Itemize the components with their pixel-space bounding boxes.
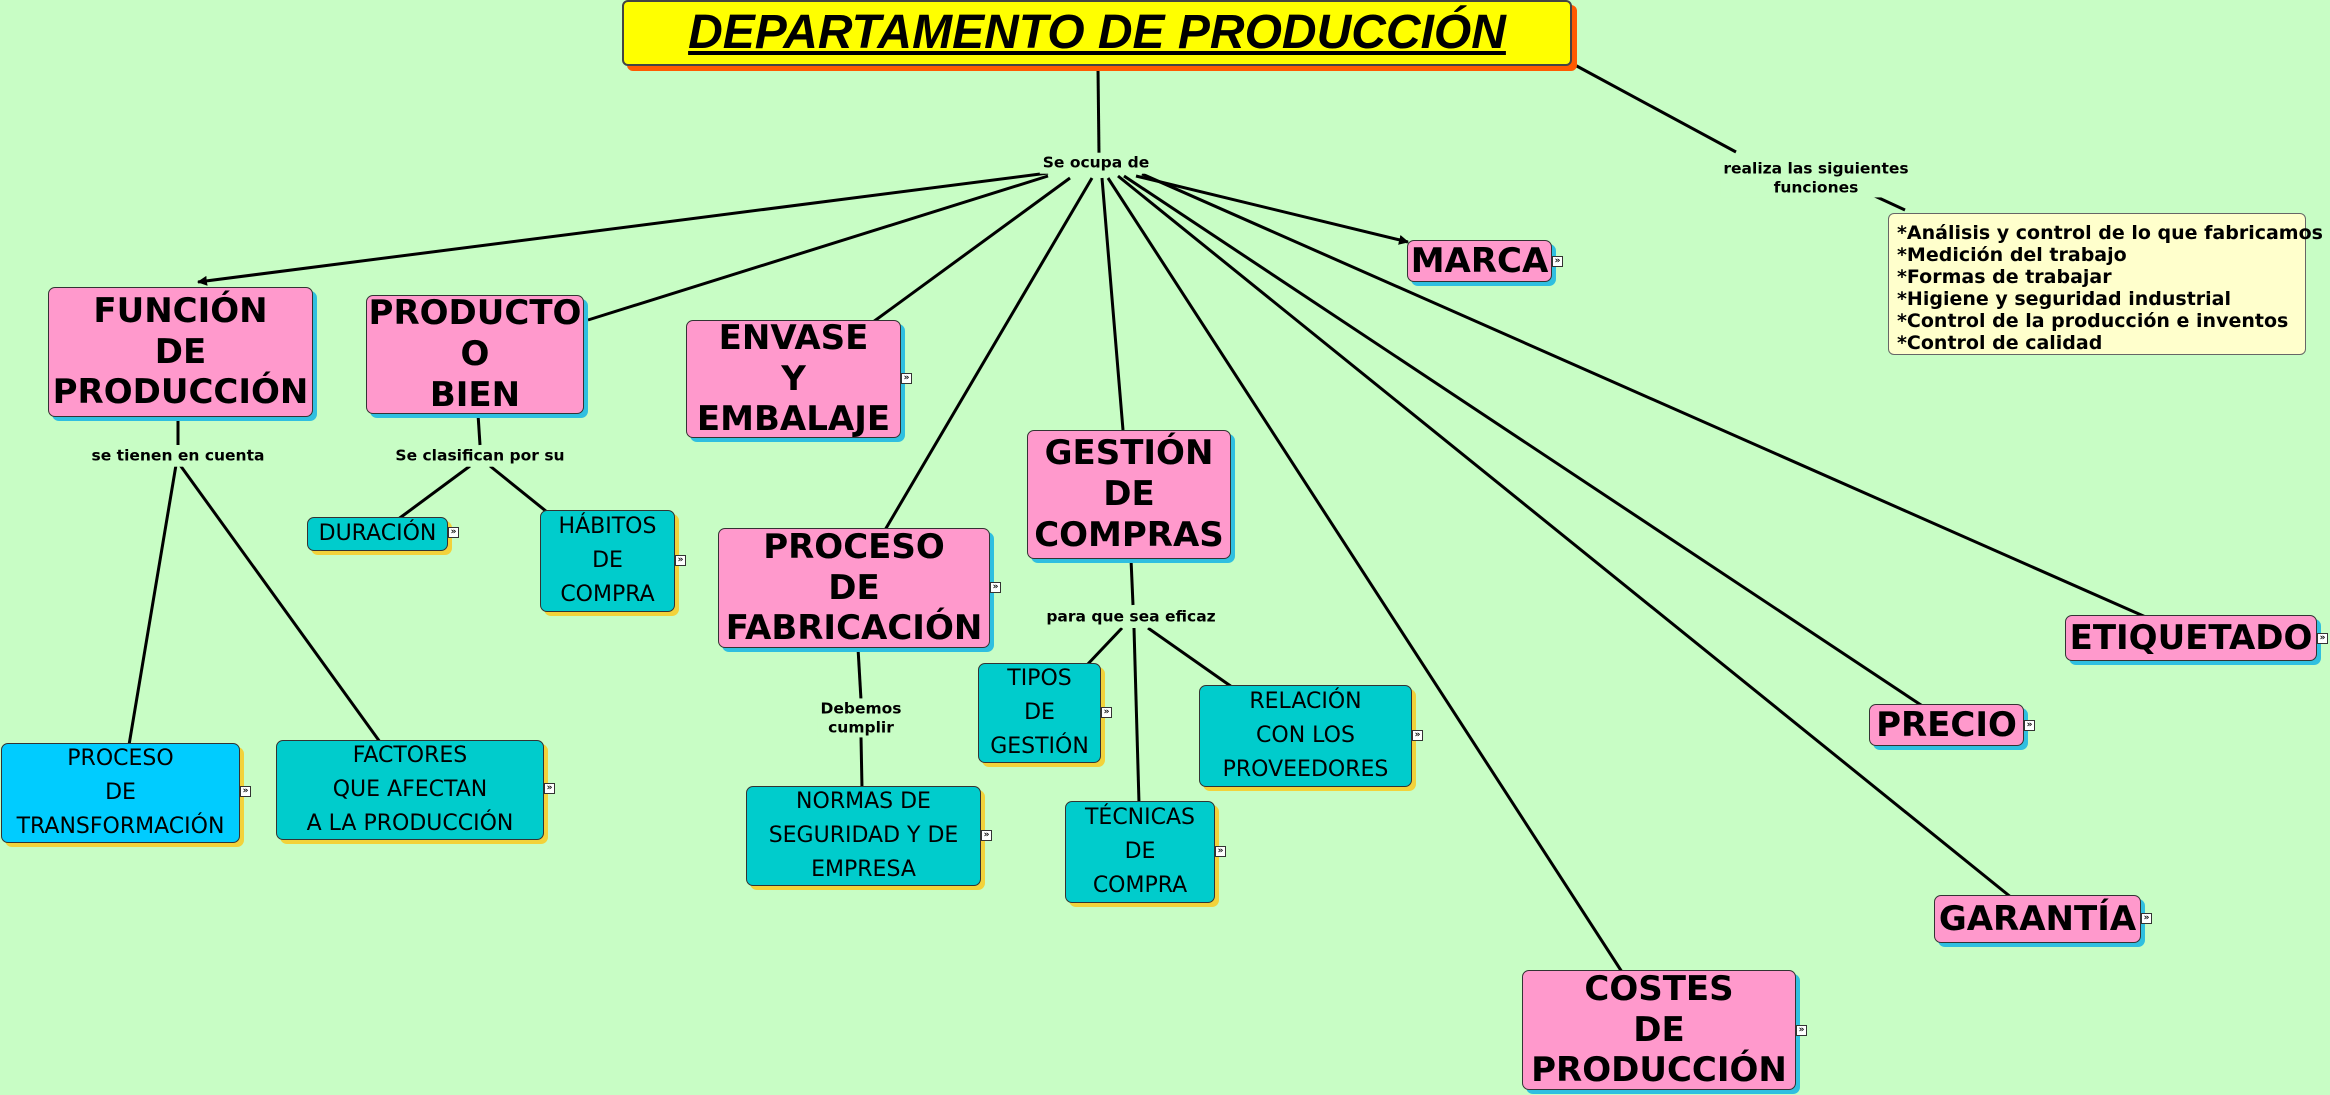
edge-hub-to-marca bbox=[1135, 174, 1409, 245]
node-proceso-fabricacion[interactable]: PROCESO DE FABRICACIÓN bbox=[718, 527, 990, 648]
node-envase-embalaje[interactable]: ENVASE Y EMBALAJE bbox=[686, 318, 901, 439]
edge-procfab-to-label bbox=[856, 647, 863, 701]
edge-label-to-tipos bbox=[1084, 626, 1124, 668]
edge-hub-to-costes bbox=[1106, 177, 1624, 973]
function-item: *Análisis y control de lo que fabricamos bbox=[1897, 222, 2323, 244]
link-label-para-que: para que sea eficaz bbox=[1043, 606, 1219, 628]
node-producto-bien[interactable]: PRODUCTO O BIEN bbox=[366, 293, 584, 415]
function-item: *Medición del trabajo bbox=[1897, 244, 2127, 266]
node-tecnicas-compra[interactable]: TÉCNICAS DE COMPRA bbox=[1065, 801, 1215, 903]
page-title: DEPARTAMENTO DE PRODUCCIÓN bbox=[622, 0, 1572, 66]
edge-hub-to-garantia bbox=[1117, 174, 2013, 900]
node-marca[interactable]: MARCA bbox=[1407, 240, 1552, 282]
edge-label-to-normas bbox=[859, 736, 864, 789]
edge-label-to-proceso-trans bbox=[127, 464, 178, 746]
node-habitos-compra[interactable]: HÁBITOS DE COMPRA bbox=[540, 510, 675, 612]
edge-label-to-habitos bbox=[489, 464, 553, 518]
edge-producto-to-label bbox=[476, 413, 482, 446]
function-item: *Control de la producción e inventos bbox=[1897, 310, 2289, 332]
node-gestion-compras[interactable]: GESTIÓN DE COMPRAS bbox=[1027, 430, 1231, 559]
edge-label-to-relacion bbox=[1147, 626, 1233, 689]
edge-label-to-factores bbox=[178, 464, 382, 743]
expand-icon[interactable]: » bbox=[981, 830, 992, 841]
node-etiquetado[interactable]: ETIQUETADO bbox=[2065, 615, 2317, 661]
node-factores[interactable]: FACTORES QUE AFECTAN A LA PRODUCCIÓN bbox=[276, 740, 544, 840]
link-label-se-ocupa-de: Se ocupa de bbox=[1039, 152, 1153, 174]
expand-icon[interactable]: » bbox=[2141, 913, 2152, 924]
function-item: *Higiene y seguridad industrial bbox=[1897, 288, 2231, 310]
node-tipos-gestion[interactable]: TIPOS DE GESTIÓN bbox=[978, 663, 1101, 763]
link-label-se-tienen: se tienen en cuenta bbox=[88, 445, 268, 467]
edge-gestion-to-label bbox=[1129, 558, 1135, 606]
edge-label-to-duracion bbox=[396, 464, 471, 522]
edge-title-to-realiza bbox=[1572, 62, 1737, 154]
expand-icon[interactable]: » bbox=[1101, 707, 1112, 718]
expand-icon[interactable]: » bbox=[1215, 846, 1226, 857]
expand-icon[interactable]: » bbox=[2317, 633, 2328, 644]
expand-icon[interactable]: » bbox=[1552, 256, 1563, 267]
functions-note: *Análisis y control de lo que fabricamos… bbox=[1888, 213, 2323, 355]
node-duracion[interactable]: DURACIÓN bbox=[307, 517, 448, 551]
link-label-se-clasifican: Se clasifican por su bbox=[392, 445, 568, 467]
node-costes-produccion[interactable]: COSTES DE PRODUCCIÓN bbox=[1522, 969, 1796, 1090]
function-item: *Formas de trabajar bbox=[1897, 266, 2112, 288]
expand-icon[interactable]: » bbox=[2024, 720, 2035, 731]
expand-icon[interactable]: » bbox=[1796, 1025, 1807, 1036]
node-relacion-proveedores[interactable]: RELACIÓN CON LOS PROVEEDORES bbox=[1199, 685, 1412, 787]
expand-icon[interactable]: » bbox=[240, 786, 251, 797]
node-normas-seguridad[interactable]: NORMAS DE SEGURIDAD Y DE EMPRESA bbox=[746, 786, 981, 886]
expand-icon[interactable]: » bbox=[901, 373, 912, 384]
link-label-realiza: realiza las siguientes funciones bbox=[1720, 158, 1912, 198]
edge-hub-to-producto bbox=[587, 174, 1049, 322]
expand-icon[interactable]: » bbox=[544, 783, 555, 794]
edge-hub-to-gestion bbox=[1100, 177, 1125, 431]
expand-icon[interactable]: » bbox=[448, 527, 459, 538]
edge-hub-to-etiquetado bbox=[1141, 172, 2149, 620]
node-proceso-transformacion[interactable]: PROCESO DE TRANSFORMACIÓN bbox=[1, 743, 240, 843]
expand-icon[interactable]: » bbox=[675, 555, 686, 566]
node-precio[interactable]: PRECIO bbox=[1869, 704, 2024, 746]
function-item: *Control de calidad bbox=[1897, 332, 2103, 354]
node-funcion-produccion[interactable]: FUNCIÓN DE PRODUCCIÓN bbox=[48, 287, 313, 417]
edge-hub-to-precio bbox=[1123, 174, 1925, 709]
edge-hub-to-envase bbox=[872, 176, 1071, 324]
expand-icon[interactable]: » bbox=[1412, 730, 1423, 741]
node-garantia[interactable]: GARANTÍA bbox=[1934, 895, 2141, 943]
expand-icon[interactable]: » bbox=[990, 582, 1001, 593]
edge-hub-to-proceso-fab bbox=[883, 177, 1094, 531]
edge-label-to-tecnicas bbox=[1132, 627, 1141, 804]
edge-hub-to-funcion bbox=[197, 171, 1049, 286]
edge-title-to-hub bbox=[1096, 67, 1101, 156]
link-label-debemos-cumplir: Debemos cumplir bbox=[817, 698, 905, 738]
